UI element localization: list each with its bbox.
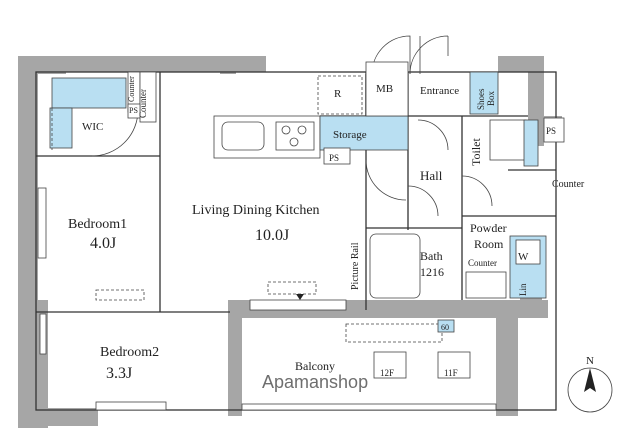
f11-label: 11F [444, 368, 458, 378]
washer-label: W [518, 251, 529, 263]
counter-label-powder: Counter [468, 258, 497, 268]
compass-icon: N [567, 355, 613, 413]
storage-label: Storage [333, 129, 367, 141]
balcony-railing [241, 403, 497, 411]
picture-rail-label: Picture Rail [350, 242, 361, 290]
box-label: Box [486, 90, 496, 106]
bath-name: Bath [420, 249, 443, 263]
counter-label-toilet: Counter [552, 179, 585, 190]
wic-label: WIC [82, 121, 103, 133]
outdoor-unit-11f [437, 351, 471, 379]
balcony-label: Balcony [295, 359, 335, 373]
ps-box-toilet [543, 117, 565, 143]
sixty-label: 60 [441, 323, 449, 332]
wic-shelf-side [49, 107, 73, 149]
f12-label: 12F [380, 368, 394, 378]
bedroom2-size: 3.3J [106, 365, 132, 382]
mb-label: MB [376, 83, 393, 95]
powder-label: Powder [470, 221, 507, 235]
wic-shelf [51, 77, 127, 109]
entrance-label: Entrance [420, 85, 459, 97]
toilet-label: Toilet [469, 138, 483, 166]
ps-label-kitchen: PS [329, 153, 339, 163]
counter-label-wic: Counter [127, 76, 136, 102]
shoes-box-area [469, 71, 499, 115]
mb-box [365, 61, 409, 117]
storage-area [319, 115, 409, 151]
closet-counter [139, 71, 157, 123]
compass-north-label: N [586, 355, 594, 367]
ps-box-kitchen [323, 147, 351, 165]
ldk-size: 10.0J [255, 227, 289, 244]
refrigerator-label: R [334, 88, 342, 100]
refrigerator-space [317, 75, 363, 115]
ldk-name: Living Dining Kitchen [192, 203, 320, 218]
toilet-bowl-area [489, 119, 527, 161]
hall-label: Hall [420, 168, 443, 183]
shoes-label: Shoes [476, 88, 486, 110]
room-label: Room [474, 237, 504, 251]
bedroom1-name: Bedroom1 [68, 217, 127, 232]
ps-label-wic: PS [129, 106, 138, 115]
bedroom2-name: Bedroom2 [100, 345, 159, 360]
washer [515, 239, 541, 265]
powder-sink [465, 271, 507, 299]
bath-size: 1216 [420, 265, 444, 279]
counter-label-closet: Counter [138, 89, 148, 118]
bathtub [369, 233, 421, 299]
kitchen-counter [213, 115, 321, 159]
bedroom1-size: 4.0J [90, 235, 116, 252]
ps-label-toilet: PS [546, 126, 556, 136]
toilet-counter [523, 119, 539, 167]
balcony-sixty-box [437, 319, 455, 333]
windows [37, 187, 347, 411]
watermark-text: Apamanshop [262, 372, 368, 392]
lin-label: Lin [518, 283, 528, 296]
ps-box-wic [127, 103, 141, 119]
outdoor-unit-12f [373, 351, 407, 379]
